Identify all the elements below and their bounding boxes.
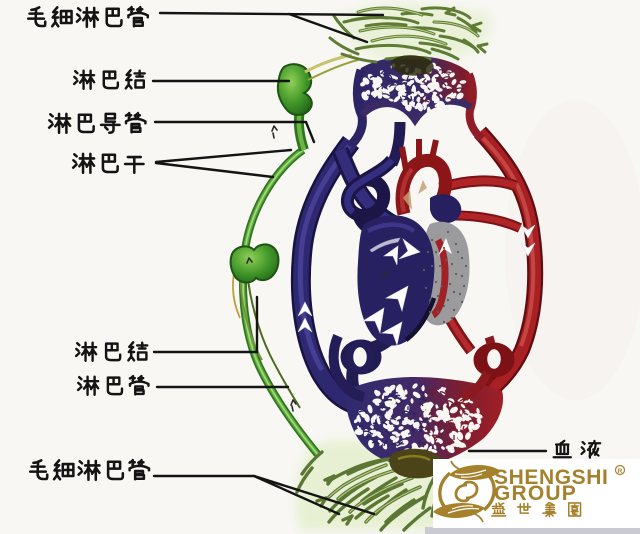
svg-text:SHENGSHI: SHENGSHI [494,466,609,489]
svg-text:R: R [618,468,623,475]
svg-text:GROUP: GROUP [494,482,577,505]
